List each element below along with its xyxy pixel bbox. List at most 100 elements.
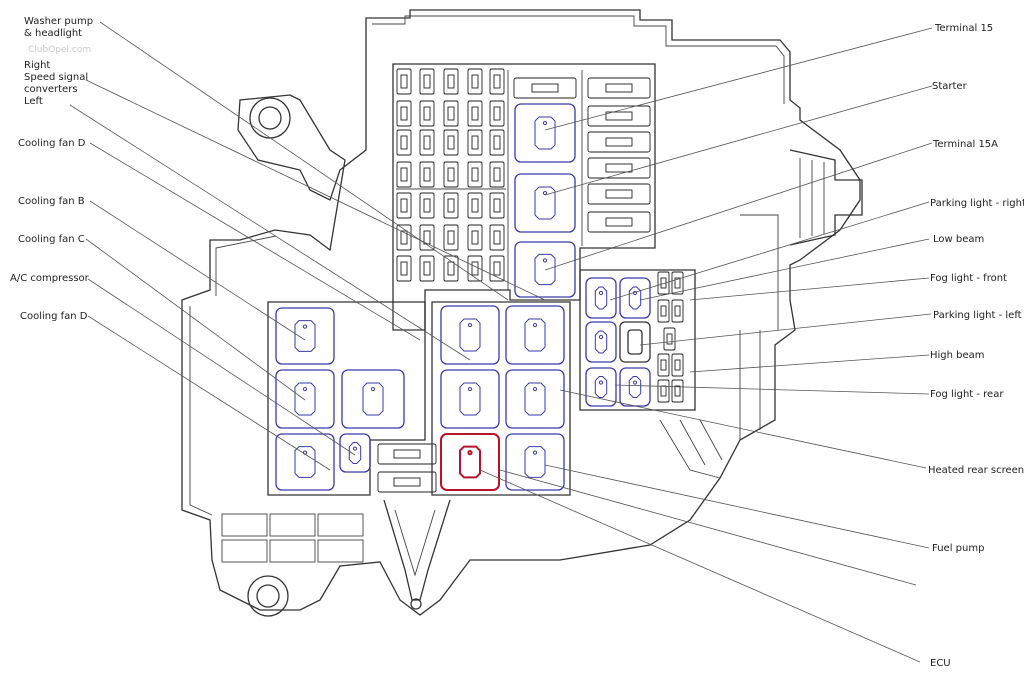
highlighted-relay [440, 433, 500, 491]
mini-fuse [443, 255, 459, 282]
leader-line [89, 200, 306, 341]
small-fuse [657, 299, 670, 323]
relay [585, 277, 617, 319]
label-parking-light-left: Parking light - left [933, 310, 1022, 321]
mini-fuse [467, 224, 483, 251]
small-fuse [671, 299, 684, 323]
mini-fuse [467, 129, 483, 156]
label-cooling-fan-b: Cooling fan B [18, 196, 85, 207]
mini-fuse [419, 68, 435, 95]
leader-line [689, 354, 930, 373]
standard-fuse [587, 131, 651, 153]
mini-fuse [443, 68, 459, 95]
mini-fuse [443, 224, 459, 251]
label-high-beam: High beam [930, 350, 985, 361]
label-fuel-pump: Fuel pump [932, 543, 984, 554]
right-relay-panel [579, 269, 696, 411]
label-cooling-fan-c: Cooling fan C [18, 234, 85, 245]
mini-fuse [419, 192, 435, 219]
leader-line [85, 79, 546, 301]
leader-line [639, 313, 932, 346]
mini-fuse [396, 68, 412, 95]
standard-fuse [587, 211, 651, 233]
standard-fuse-column [377, 77, 651, 493]
mini-fuse [419, 100, 435, 127]
mini-fuse [443, 129, 459, 156]
standard-fuse [587, 157, 651, 179]
mini-fuse [443, 100, 459, 127]
mini-fuse [467, 68, 483, 95]
mini-fuse [396, 129, 412, 156]
leader-line [479, 469, 921, 663]
relay [440, 305, 500, 365]
label-cooling-fan-d-top: Cooling fan D [18, 138, 86, 149]
mini-fuse-array [396, 68, 506, 282]
mini-fuse [396, 161, 412, 188]
leader-line [87, 315, 331, 471]
relay [339, 433, 371, 473]
relay [619, 277, 651, 319]
label-cooling-fan-d-bottom: Cooling fan D [20, 311, 88, 322]
mini-fuse [489, 100, 505, 127]
label-washer-pump: Washer pump& headlight [24, 16, 93, 39]
standard-fuse [377, 443, 437, 465]
label-starter: Starter [932, 81, 968, 92]
fuse-box-housing [181, 9, 863, 617]
relay [619, 321, 651, 363]
label-fog-light-front: Fog light - front [930, 273, 1007, 284]
leader-line [559, 389, 927, 469]
mini-fuse [396, 100, 412, 127]
leader-line [639, 238, 930, 301]
label-low-beam: Low beam [933, 234, 984, 245]
relay [514, 103, 576, 163]
small-fuse-group [657, 271, 684, 403]
standard-fuse [587, 105, 651, 127]
mini-fuse [489, 255, 505, 282]
relay [505, 305, 565, 365]
relay-group [275, 277, 651, 491]
leader-line [499, 469, 917, 586]
small-fuse [657, 353, 670, 377]
leader-line [614, 384, 930, 395]
mini-fuse [396, 192, 412, 219]
label-terminal-15: Terminal 15 [934, 23, 993, 34]
mini-fuse [489, 161, 505, 188]
mini-fuse [419, 129, 435, 156]
relay [514, 173, 576, 233]
mini-fuse [443, 192, 459, 219]
large-relay-column [514, 103, 576, 298]
mini-fuse [396, 224, 412, 251]
mini-fuse [467, 255, 483, 282]
label-ecu: ECU [930, 658, 951, 669]
leader-line [544, 27, 933, 131]
small-fuse [663, 327, 676, 351]
small-fuse [657, 379, 670, 403]
relay [275, 369, 335, 429]
mini-fuse [443, 161, 459, 188]
standard-fuse [587, 183, 651, 205]
leader-line [99, 21, 509, 301]
relay [341, 369, 405, 429]
label-terminal-15a: Terminal 15A [932, 139, 998, 150]
leader-line [544, 464, 930, 549]
leader-line [89, 142, 421, 341]
leader-line [85, 238, 306, 401]
relay [514, 241, 576, 298]
standard-fuse [587, 77, 651, 99]
label-parking-light-right: Parking light - right [930, 198, 1024, 209]
mini-fuse [467, 161, 483, 188]
watermark: ClubOpel.com [28, 45, 91, 55]
label-ac-compressor: A/C compressor [10, 273, 90, 284]
label-heated-rear-screen: Heated rear screen [928, 465, 1024, 476]
relay [585, 367, 617, 407]
mini-fuse [467, 100, 483, 127]
leader-lines [69, 21, 933, 663]
relay [275, 307, 335, 365]
small-fuse [671, 353, 684, 377]
standard-fuse [513, 77, 577, 99]
small-fuse [671, 271, 684, 295]
